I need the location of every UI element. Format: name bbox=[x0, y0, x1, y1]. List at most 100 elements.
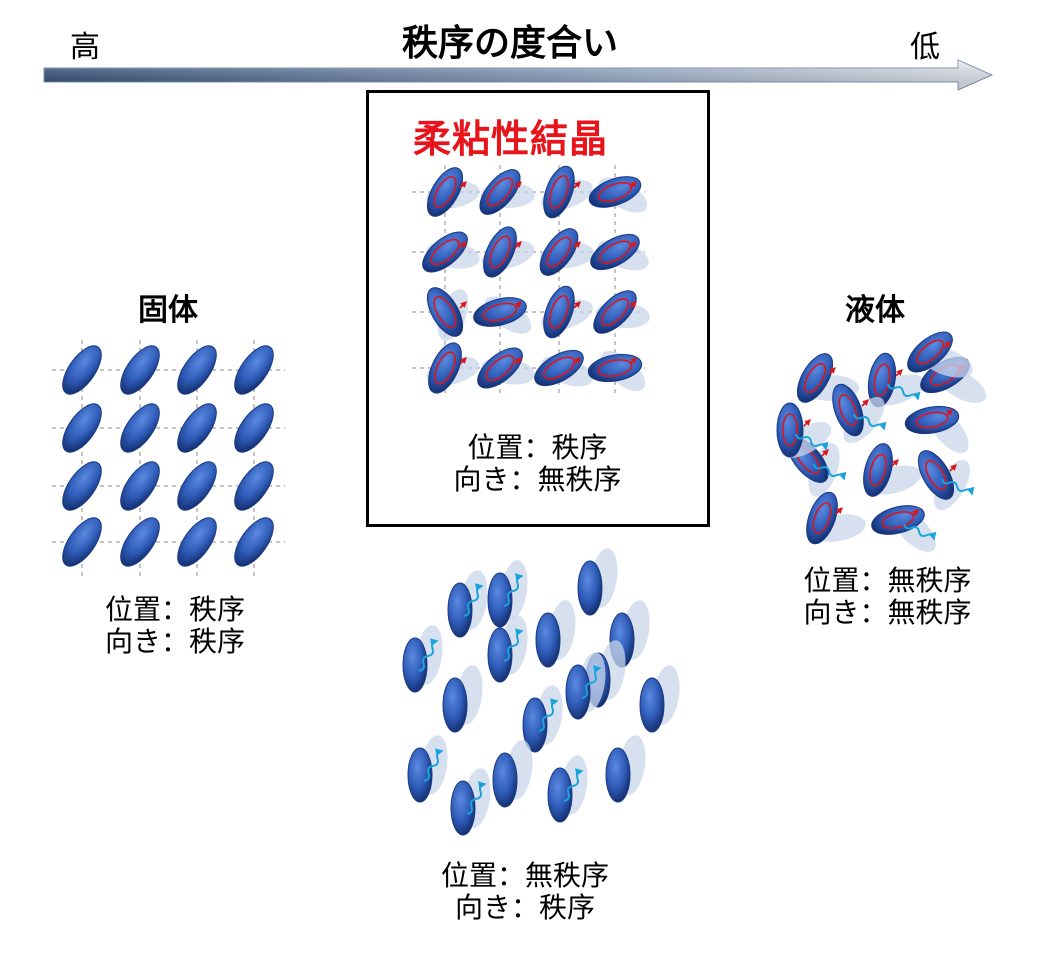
rotation-arrow bbox=[835, 507, 843, 515]
plastic-crystal-position-line: 位置：秩序 bbox=[467, 431, 608, 464]
rotation-ring bbox=[838, 393, 858, 427]
rotation-arrow bbox=[459, 181, 467, 189]
diffusion-arrow bbox=[463, 583, 484, 617]
rotation-ring bbox=[782, 413, 799, 447]
rotation-arrow bbox=[891, 459, 899, 467]
rotation-arrow bbox=[949, 464, 957, 472]
rotation-ring bbox=[489, 235, 511, 269]
molecule-ellipse bbox=[426, 167, 464, 217]
molecule-ellipse bbox=[543, 285, 575, 339]
rotation-ring bbox=[430, 238, 460, 266]
molecule-ellipse bbox=[487, 627, 513, 683]
solid-lattice bbox=[52, 340, 285, 580]
molecule-ellipse bbox=[534, 349, 584, 387]
rotation-arrow bbox=[514, 301, 522, 309]
rotation-arrow bbox=[573, 181, 581, 189]
molecule-ellipse bbox=[177, 461, 217, 511]
solid-orientation-line: 向き：秩序 bbox=[104, 625, 245, 658]
molecule-ellipse bbox=[407, 747, 433, 803]
rotation-ring bbox=[601, 298, 629, 326]
diffusion-arrow bbox=[813, 463, 847, 481]
rotation-arrow bbox=[629, 181, 637, 189]
rotation-ring bbox=[548, 175, 570, 209]
molecule-ellipse bbox=[402, 637, 428, 693]
molecule-ellipse bbox=[234, 461, 274, 511]
molecule-ellipse bbox=[426, 287, 464, 337]
plastic-crystal-frame bbox=[366, 90, 710, 527]
molecule-ellipse bbox=[422, 231, 468, 273]
molecule-ellipse bbox=[639, 677, 665, 733]
rotation-arrow bbox=[629, 301, 637, 309]
molecule-ellipse bbox=[120, 517, 160, 567]
molecule-ellipse bbox=[492, 752, 518, 808]
rotation-ring bbox=[546, 236, 572, 268]
rotation-ring bbox=[485, 354, 515, 382]
molecule-ellipse bbox=[565, 664, 591, 720]
diffusion-arrow bbox=[941, 478, 975, 496]
diffusion-arrow bbox=[466, 781, 487, 815]
diffusion-arrow bbox=[503, 628, 524, 662]
liquid-crystal-description: 位置：無秩序 向き：秩序 bbox=[395, 860, 655, 924]
molecule-ellipse bbox=[907, 331, 953, 373]
rotation-arrow bbox=[514, 181, 522, 189]
rotation-ring bbox=[804, 362, 826, 394]
liquid-crystal-orientation-line: 向き：秩序 bbox=[454, 891, 595, 924]
molecule-ellipse bbox=[577, 560, 603, 616]
plastic-crystal-description: 位置：秩序 向き：無秩序 bbox=[395, 432, 680, 496]
molecule-ellipse bbox=[535, 612, 561, 668]
rotation-arrow bbox=[459, 241, 467, 249]
rotation-arrow bbox=[828, 367, 836, 375]
rotation-ring bbox=[916, 339, 944, 365]
rotation-arrow bbox=[803, 419, 811, 427]
molecule-ellipse bbox=[62, 345, 102, 395]
molecule-ellipse bbox=[442, 677, 468, 733]
liquid-position-line: 位置：無秩序 bbox=[803, 564, 972, 597]
plastic-crystal-heading: 柔粘性結晶 bbox=[413, 117, 609, 161]
diffusion-arrow bbox=[538, 698, 559, 732]
rotation-arrow bbox=[629, 357, 637, 365]
diffusion-arrow bbox=[563, 768, 584, 802]
rotation-ring bbox=[598, 240, 632, 264]
rotation-arrow bbox=[573, 241, 581, 249]
liquid-heading: 液体 bbox=[845, 293, 905, 328]
rotation-arrow bbox=[945, 409, 953, 417]
molecule-ellipse bbox=[62, 461, 102, 511]
liquid-crystal-position-line: 位置：無秩序 bbox=[440, 859, 609, 892]
molecule-ellipse bbox=[593, 290, 637, 334]
plastic-crystal-lattice bbox=[412, 165, 650, 395]
molecule-ellipse bbox=[477, 347, 523, 389]
diffusion-arrow bbox=[418, 638, 439, 672]
molecule-ellipse bbox=[177, 403, 217, 453]
molecule-ellipse bbox=[590, 233, 640, 271]
molecule-ellipse bbox=[234, 345, 274, 395]
molecule-ellipse bbox=[605, 747, 631, 803]
rotation-ring bbox=[433, 175, 457, 209]
rotation-arrow bbox=[895, 369, 903, 377]
diffusion-arrow bbox=[503, 573, 524, 607]
rotation-arrow bbox=[573, 301, 581, 309]
solid-position-line: 位置：秩序 bbox=[104, 593, 245, 626]
liquid-orientation-line: 向き：無秩序 bbox=[803, 596, 972, 629]
liquid-molecules bbox=[776, 331, 987, 552]
rotation-arrow bbox=[459, 301, 467, 309]
molecule-ellipse bbox=[487, 572, 513, 628]
molecule-ellipse bbox=[447, 582, 473, 638]
diffusion-arrow bbox=[887, 383, 921, 401]
molecule-ellipse bbox=[479, 169, 521, 215]
rotation-arrow bbox=[861, 399, 869, 407]
rotation-arrow bbox=[514, 241, 522, 249]
molecule-ellipse bbox=[543, 165, 575, 219]
rotation-arrow bbox=[459, 357, 467, 365]
molecule-ellipse bbox=[120, 345, 160, 395]
molecule-ellipse bbox=[62, 517, 102, 567]
molecule-ellipse bbox=[547, 767, 573, 823]
molecule-ellipse bbox=[588, 176, 642, 208]
diffusion-arrow bbox=[581, 665, 602, 699]
rotation-ring bbox=[548, 295, 570, 329]
molecule-ellipse bbox=[177, 517, 217, 567]
order-axis-arrow bbox=[43, 59, 994, 91]
molecule-ellipse bbox=[234, 517, 274, 567]
diffusion-arrow bbox=[795, 433, 829, 451]
